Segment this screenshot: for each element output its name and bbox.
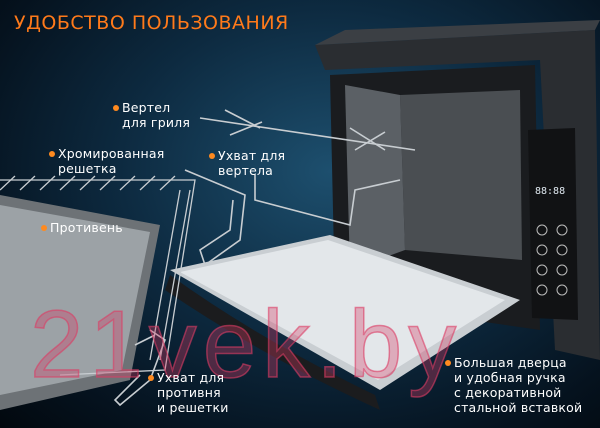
label-line: Большая дверца bbox=[454, 355, 567, 370]
label-spit-handle: Ухват для вертела bbox=[209, 148, 286, 178]
label-rack: Хромированная решетка bbox=[49, 146, 165, 176]
label-line: для гриля bbox=[122, 115, 191, 130]
label-line: противня bbox=[157, 385, 221, 400]
door-glass bbox=[180, 240, 505, 380]
label-spit: Вертел для гриля bbox=[113, 100, 191, 130]
watermark: 21vek.by bbox=[29, 290, 463, 399]
chrome-rack bbox=[0, 175, 196, 376]
label-line: Ухват для bbox=[157, 370, 225, 385]
control-panel bbox=[528, 128, 578, 320]
tray-handle-tool bbox=[113, 329, 166, 407]
label-line: с декоративной bbox=[454, 385, 562, 400]
label-line: и решетки bbox=[157, 400, 229, 415]
label-door: Большая дверца и удобная ручка с декорат… bbox=[445, 355, 583, 415]
bullet-icon bbox=[148, 375, 154, 381]
label-line: решетка bbox=[58, 161, 117, 176]
oven-top bbox=[315, 20, 600, 45]
door-handle bbox=[165, 275, 380, 410]
label-line: Хромированная bbox=[58, 146, 165, 161]
label-line: стальной вставкой bbox=[454, 400, 583, 415]
label-line: вертела bbox=[218, 163, 274, 178]
bullet-icon bbox=[41, 225, 47, 231]
bullet-icon bbox=[113, 105, 119, 111]
oven-back-wall bbox=[400, 90, 522, 260]
bullet-icon bbox=[49, 151, 55, 157]
page-title: УДОБСТВО ПОЛЬЗОВАНИЯ bbox=[14, 12, 289, 34]
oven-body bbox=[315, 30, 600, 360]
bullet-icon bbox=[445, 360, 451, 366]
label-line: и удобная ручка bbox=[454, 370, 566, 385]
label-line: Вертел bbox=[122, 100, 171, 115]
label-line: Ухват для bbox=[218, 148, 286, 163]
baking-tray-inner bbox=[0, 205, 150, 395]
rotisserie-spit bbox=[184, 109, 416, 267]
panel-display: 88:88 bbox=[535, 186, 565, 197]
label-tray-handle: Ухват для противня и решетки bbox=[148, 370, 229, 415]
control-buttons bbox=[536, 224, 568, 296]
bullet-icon bbox=[209, 153, 215, 159]
label-line: Противень bbox=[50, 220, 123, 235]
oven-side-wall bbox=[345, 85, 405, 270]
label-tray: Противень bbox=[41, 220, 123, 235]
